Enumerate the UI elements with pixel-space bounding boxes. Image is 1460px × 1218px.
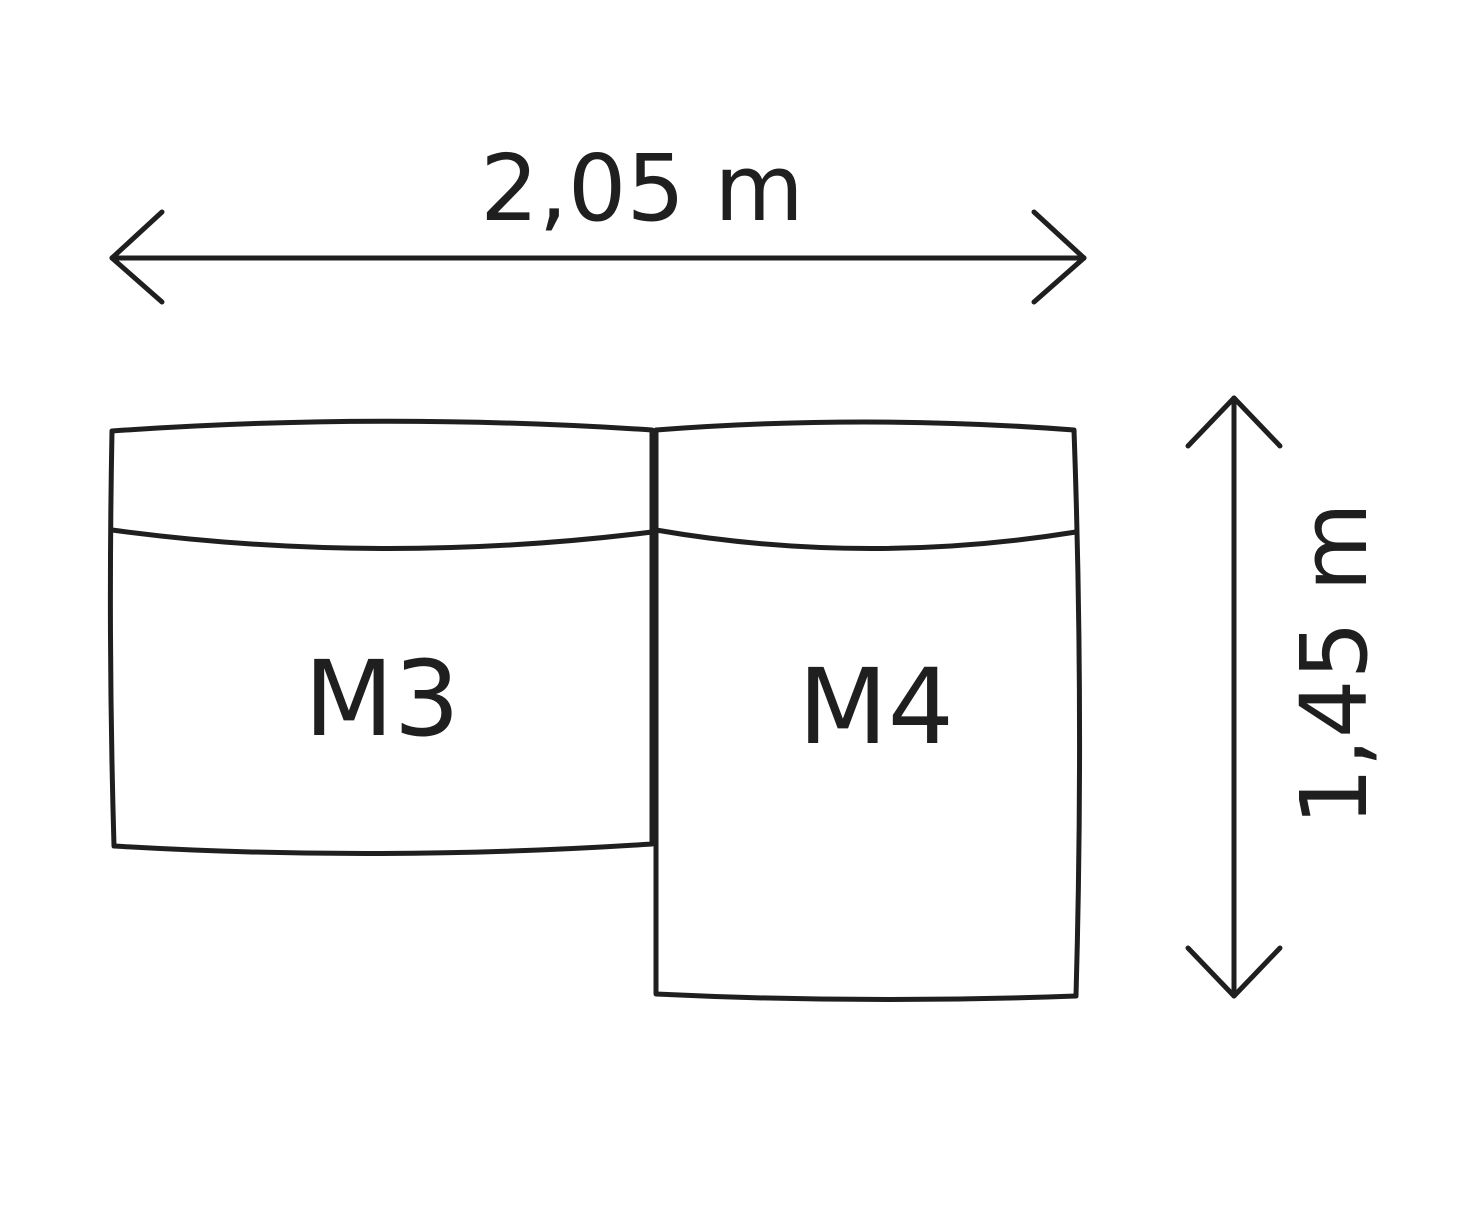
width-dimension: 2,05 m — [109, 135, 1087, 305]
module-m4-label: M4 — [798, 646, 954, 768]
width-label: 2,05 m — [480, 135, 804, 242]
left-arrowhead-icon — [109, 209, 165, 305]
top-arrowhead-icon — [1185, 395, 1283, 449]
module-m4-backrest-line — [653, 527, 1079, 552]
module-m4: M4 — [653, 419, 1083, 1003]
right-arrowhead-icon — [1031, 209, 1087, 305]
module-m4-outline — [653, 419, 1083, 1003]
height-label: 1,45 m — [1281, 502, 1388, 826]
module-m3: M3 — [107, 418, 655, 857]
module-m3-outline — [107, 418, 655, 857]
height-dimension: 1,45 m — [1185, 395, 1388, 999]
module-m3-backrest-line — [109, 527, 655, 551]
bottom-arrowhead-icon — [1185, 945, 1283, 999]
module-m3-label: M3 — [304, 638, 460, 760]
